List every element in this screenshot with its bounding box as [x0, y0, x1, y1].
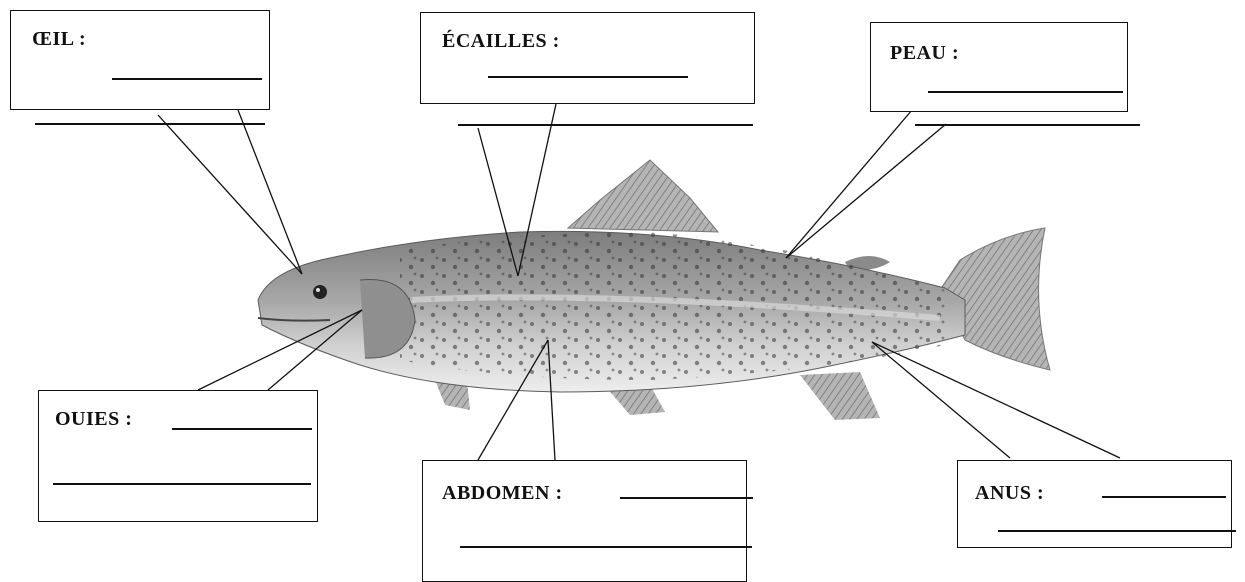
answer-line-abdomen-2[interactable]: [460, 546, 752, 548]
label-oeil: ŒIL :: [32, 28, 86, 51]
label-box-abdomen: [422, 460, 747, 582]
label-abdomen: ABDOMEN :: [442, 482, 563, 505]
label-ecailles: ÉCAILLES :: [442, 30, 560, 53]
label-ouies: OUIES :: [55, 408, 132, 431]
label-anus: ANUS :: [975, 482, 1044, 505]
answer-line-anus-2[interactable]: [998, 530, 1236, 532]
answer-line-ouies-1[interactable]: [172, 428, 312, 430]
answer-line-anus-1[interactable]: [1102, 496, 1226, 498]
answer-line-oeil-2[interactable]: [35, 123, 265, 125]
answer-line-abdomen-1[interactable]: [620, 497, 753, 499]
answer-line-ecailles-2[interactable]: [458, 124, 753, 126]
label-box-ecailles: [420, 12, 755, 104]
answer-line-ouies-2[interactable]: [53, 483, 311, 485]
answer-line-peau-2[interactable]: [915, 124, 1140, 126]
answer-line-ecailles-1[interactable]: [488, 76, 688, 78]
label-box-oeil: [10, 10, 270, 110]
label-peau: PEAU :: [890, 42, 959, 65]
answer-line-peau-1[interactable]: [928, 91, 1123, 93]
label-box-peau: [870, 22, 1128, 112]
answer-line-oeil-1[interactable]: [112, 78, 262, 80]
